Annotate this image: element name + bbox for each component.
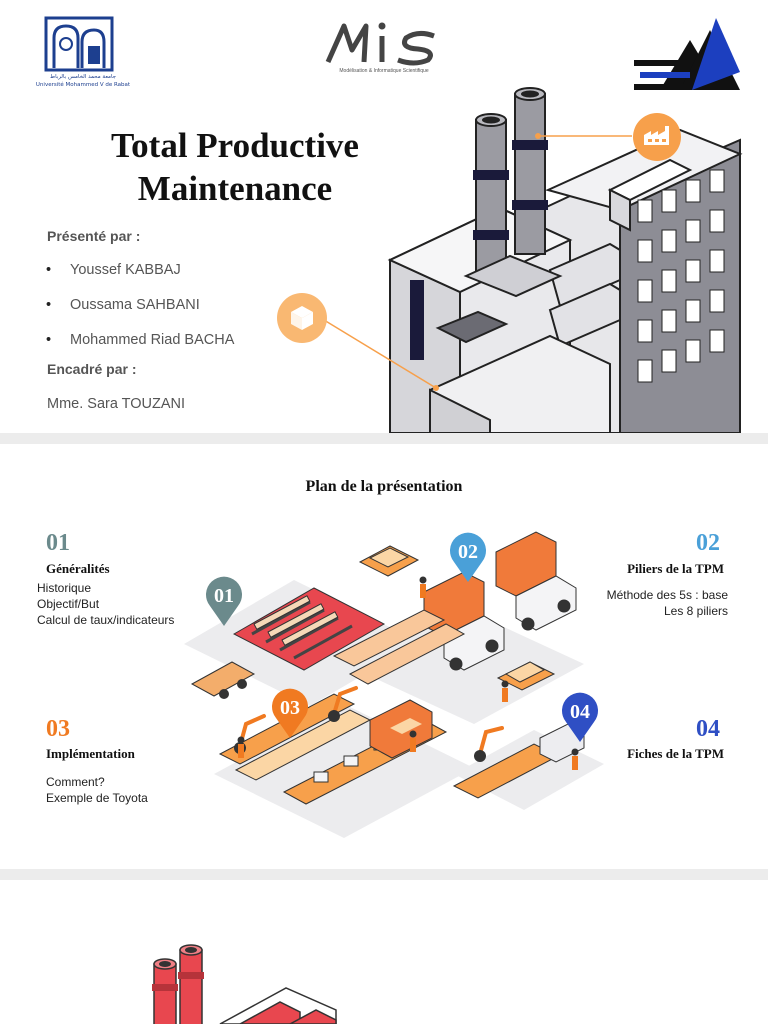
- pin-03-label: 03: [280, 697, 300, 719]
- section-item: Les 8 piliers: [663, 604, 728, 618]
- title-line-1: Total Productive: [111, 126, 359, 165]
- university-name: Université Mohammed V de Rabat: [35, 82, 131, 88]
- section-item: Objectif/But: [37, 597, 100, 611]
- section-item: Comment?: [46, 775, 105, 789]
- pin-03: 03: [272, 688, 308, 738]
- section-title-01: Généralités: [46, 561, 110, 576]
- presenter-item: Oussama SAHBANI: [46, 289, 234, 324]
- school-logo: [630, 14, 742, 94]
- pin-04-label: 04: [570, 701, 590, 723]
- section-title-04: Fiches de la TPM: [627, 746, 724, 761]
- supervised-by-label: Encadré par :: [47, 361, 137, 377]
- next-slide-preview: [0, 880, 768, 1024]
- section-item: Exemple de Toyota: [46, 791, 148, 805]
- presenter-list: Youssef KABBAJ Oussama SAHBANI Mohammed …: [46, 254, 234, 359]
- pin-02: 02: [450, 532, 486, 582]
- pin-01-label: 01: [214, 585, 234, 607]
- university-arabic-name: جامعة محمد الخامس بالرباط: [49, 74, 117, 80]
- section-title-03: Implémentation: [46, 746, 135, 761]
- mis-caption: Modélisation & Informatique Scientifique: [339, 68, 429, 74]
- factory-illustration: [270, 80, 768, 433]
- warehouse-illustration: 01 02 03 04: [184, 524, 604, 844]
- factory-icon: [633, 113, 681, 161]
- presenter-item: Youssef KABBAJ: [46, 254, 234, 289]
- section-number-01: 01: [46, 530, 70, 556]
- presentation-title: Total Productive Maintenance: [70, 124, 400, 210]
- title-slide: جامعة محمد الخامس بالرباط Université Moh…: [0, 0, 768, 433]
- section-item: Historique: [37, 581, 92, 595]
- presented-by-label: Présenté par :: [47, 228, 141, 244]
- university-logo: جامعة محمد الخامس بالرباط Université Moh…: [28, 16, 138, 94]
- section-item: Calcul de taux/indicateurs: [37, 613, 175, 627]
- factory-illustration-red: [140, 940, 360, 1024]
- pin-01: 01: [206, 576, 242, 626]
- agenda-title: Plan de la présentation: [305, 478, 463, 495]
- supervisor-name: Mme. Sara TOUZANI: [47, 396, 186, 412]
- pin-04: 04: [562, 692, 598, 742]
- box-icon: [277, 293, 327, 343]
- section-number-03: 03: [46, 716, 70, 742]
- section-number-04: 04: [696, 716, 720, 742]
- title-line-2: Maintenance: [137, 169, 333, 208]
- section-item: Méthode des 5s : base: [606, 588, 728, 602]
- presenter-item: Mohammed Riad BACHA: [46, 324, 234, 359]
- section-title-02: Piliers de la TPM: [627, 561, 724, 576]
- pin-02-label: 02: [458, 541, 478, 563]
- section-number-02: 02: [696, 530, 720, 556]
- agenda-slide: Plan de la présentation 01 Généralités H…: [0, 444, 768, 869]
- mis-logo: Modélisation & Informatique Scientifique: [322, 18, 446, 80]
